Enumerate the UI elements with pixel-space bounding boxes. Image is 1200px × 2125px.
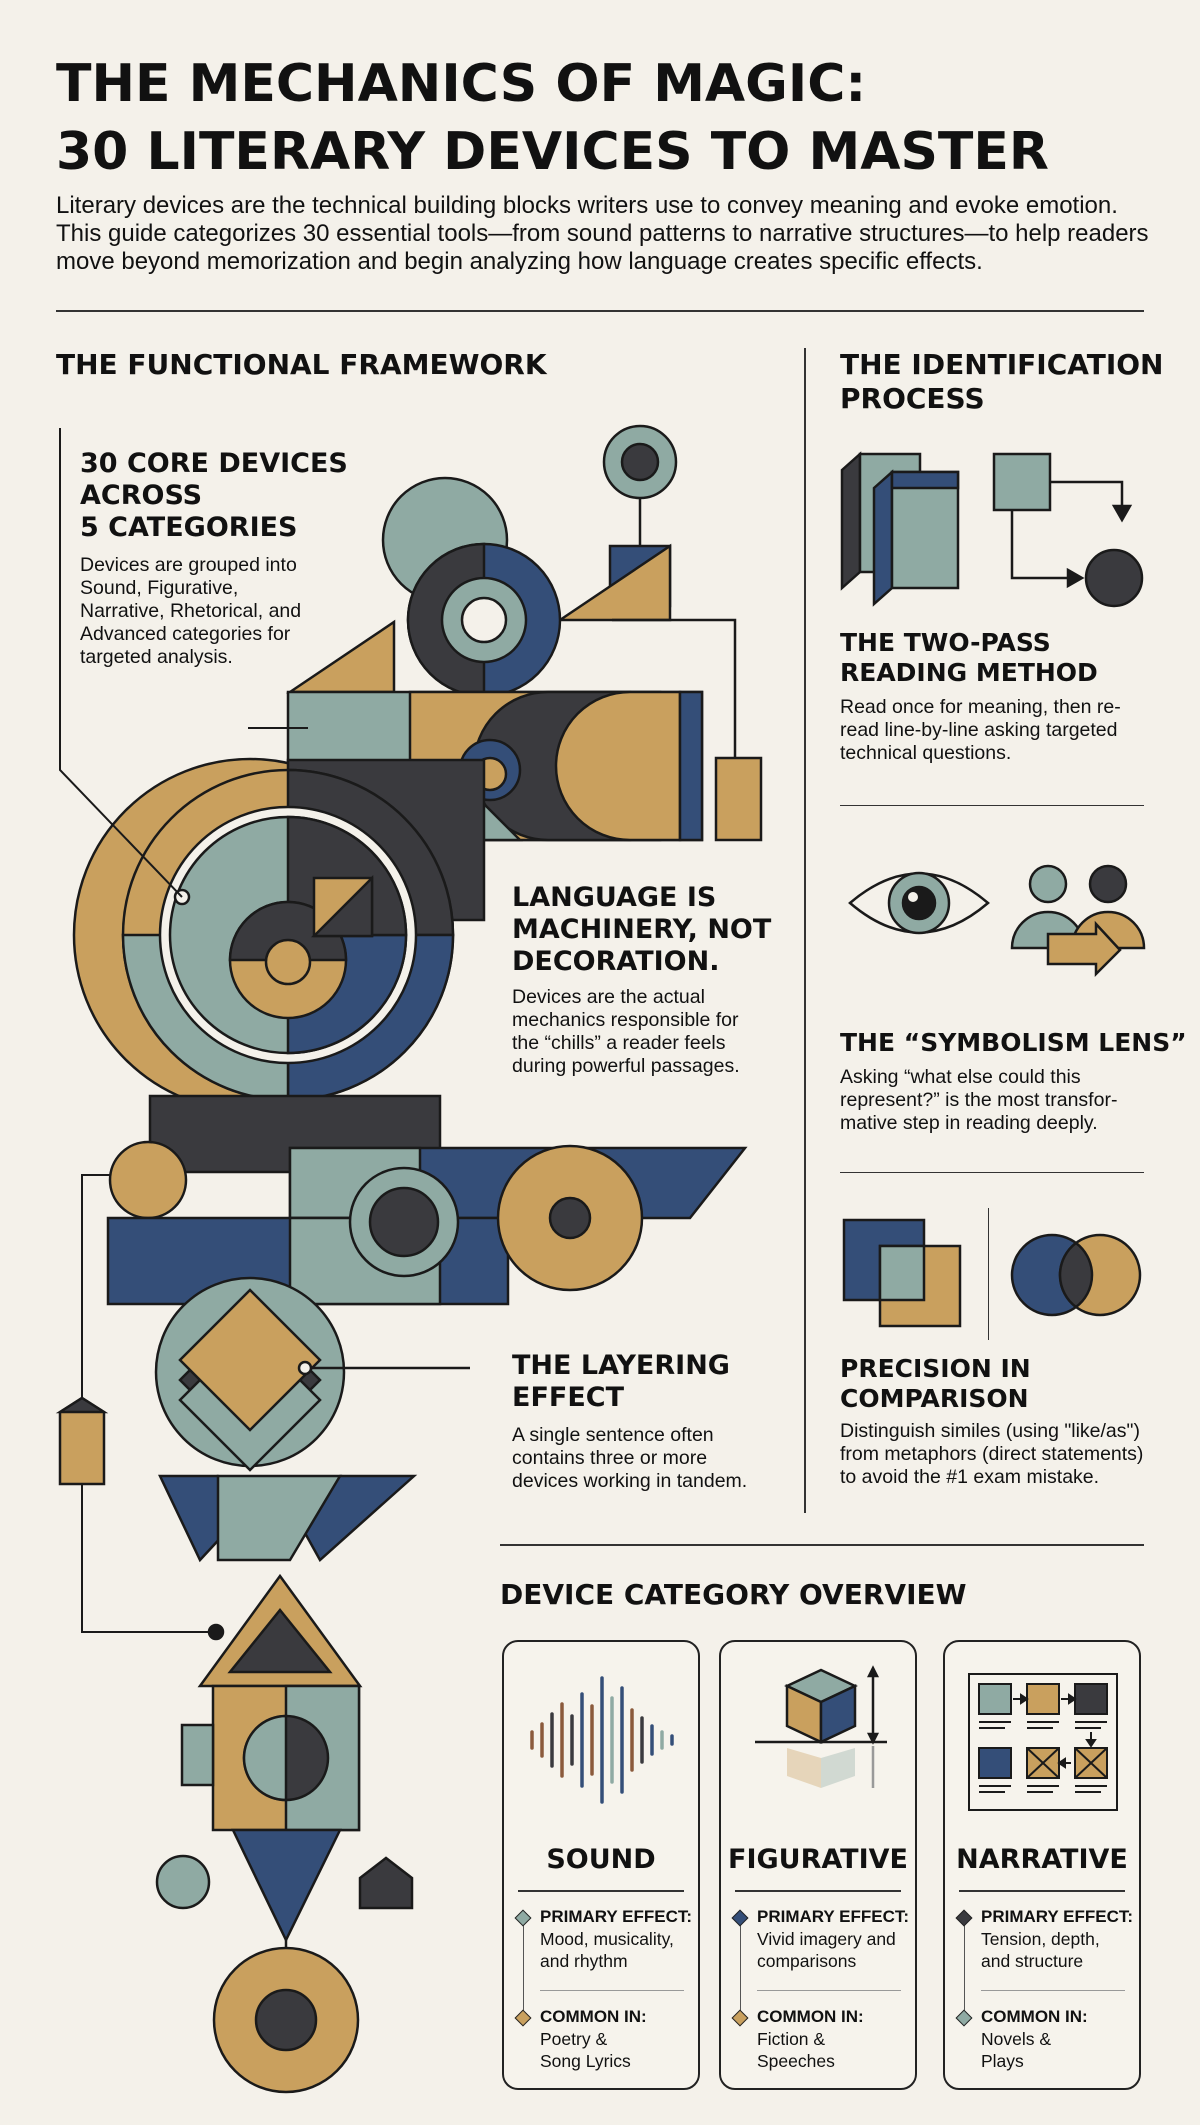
category-card-narrative: NARRATIVE PRIMARY EFFECT: Tension, depth… xyxy=(943,1640,1141,2090)
primary-effect-label: PRIMARY EFFECT: xyxy=(757,1907,910,1926)
diamond-bullet xyxy=(731,2009,749,2027)
header-divider xyxy=(56,310,1144,312)
diamond-bullet xyxy=(514,1909,532,1927)
card-title-sound: SOUND xyxy=(546,1844,656,1875)
category-card-sound: SOUND PRIMARY EFFECT: Mood, musicality, … xyxy=(502,1640,700,2090)
primary-effect-value: Vivid imagery and comparisons xyxy=(757,1929,896,1971)
id-divider-2 xyxy=(840,1172,1144,1173)
identification-heading: THE IDENTIFICATION PROCESS xyxy=(840,348,1164,416)
diamond-bullet xyxy=(955,1909,973,1927)
layering-heading: THE LAYERING EFFECT xyxy=(512,1350,730,1414)
card-rule xyxy=(959,1890,1125,1892)
precision-heading-line-2: COMPARISON xyxy=(840,1384,1029,1413)
symbolism-text: Asking “what else could this represent?”… xyxy=(840,1066,1118,1134)
framework-heading: THE FUNCTIONAL FRAMEWORK xyxy=(56,348,547,381)
waveform-icon xyxy=(530,1676,674,1804)
title-line-1: THE MECHANICS OF MAGIC: xyxy=(56,54,867,114)
card-title-narrative: NARRATIVE xyxy=(956,1844,1128,1875)
card-rule xyxy=(518,1890,684,1892)
machinery-heading-line-3: DECORATION. xyxy=(512,946,720,977)
page-title: THE MECHANICS OF MAGIC: 30 LITERARY DEVI… xyxy=(56,50,1049,186)
card-connector xyxy=(964,1924,965,2019)
common-in-value: Novels & Plays xyxy=(981,2029,1052,2071)
primary-effect-value: Tension, depth, and structure xyxy=(981,1929,1100,1971)
storyboard-icon xyxy=(968,1673,1118,1811)
card-title-figurative: FIGURATIVE xyxy=(728,1844,908,1875)
identification-heading-line-2: PROCESS xyxy=(840,382,985,415)
primary-effect-label: PRIMARY EFFECT: xyxy=(540,1907,693,1926)
people-icon xyxy=(1010,864,1146,978)
overview-heading: DEVICE CATEGORY OVERVIEW xyxy=(500,1578,967,1611)
core-heading-line-3: 5 CATEGORIES xyxy=(80,512,298,543)
common-in-label: COMMON IN: xyxy=(540,2007,647,2026)
flow-icon xyxy=(992,452,1144,608)
two-pass-heading-line-1: THE TWO-PASS xyxy=(840,628,1051,657)
eye-icon xyxy=(848,871,990,935)
machinery-heading-line-2: MACHINERY, NOT xyxy=(512,914,772,945)
card-separator xyxy=(981,1990,1125,1991)
core-heading-line-2: ACROSS xyxy=(80,480,203,511)
two-pass-text: Read once for meaning, then re-read line… xyxy=(840,696,1121,764)
common-in-value: Poetry & Song Lyrics xyxy=(540,2029,631,2071)
machine-illustration xyxy=(55,424,763,2094)
core-heading-line-1: 30 CORE DEVICES xyxy=(80,448,348,479)
venn-icon xyxy=(1010,1233,1142,1317)
card-connector xyxy=(523,1924,524,2019)
layering-text: A single sentence often contains three o… xyxy=(512,1424,748,1492)
symbolism-heading: THE “SYMBOLISM LENS” xyxy=(840,1028,1187,1057)
common-in-value: Fiction & Speeches xyxy=(757,2029,835,2071)
cube-icon xyxy=(755,1665,887,1788)
diamond-bullet xyxy=(731,1909,749,1927)
books-icon xyxy=(840,451,960,607)
layering-heading-line-2: EFFECT xyxy=(512,1382,625,1413)
machinery-text: Devices are the actual mechanics respons… xyxy=(512,986,740,1077)
title-line-2: 30 LITERARY DEVICES TO MASTER xyxy=(56,122,1049,182)
machinery-heading: LANGUAGE IS MACHINERY, NOT DECORATION. xyxy=(512,882,771,978)
precision-icon-divider xyxy=(988,1208,989,1340)
diamond-bullet xyxy=(955,2009,973,2027)
primary-effect-value: Mood, musicality, and rhythm xyxy=(540,1929,674,1971)
precision-text: Distinguish similes (using "like/as") fr… xyxy=(840,1420,1144,1488)
card-rule xyxy=(735,1890,901,1892)
card-separator xyxy=(757,1990,901,1991)
identification-heading-line-1: THE IDENTIFICATION xyxy=(840,348,1164,381)
precision-heading: PRECISION IN COMPARISON xyxy=(840,1354,1031,1414)
core-devices-text: Devices are grouped into Sound, Figurati… xyxy=(80,554,302,668)
common-in-label: COMMON IN: xyxy=(981,2007,1088,2026)
card-separator xyxy=(540,1990,684,1991)
diamond-bullet xyxy=(514,2009,532,2027)
two-pass-heading: THE TWO-PASS READING METHOD xyxy=(840,628,1098,688)
core-devices-heading: 30 CORE DEVICES ACROSS 5 CATEGORIES xyxy=(80,448,348,544)
intro-paragraph: Literary devices are the technical build… xyxy=(56,192,1149,275)
common-in-label: COMMON IN: xyxy=(757,2007,864,2026)
machinery-heading-line-1: LANGUAGE IS xyxy=(512,882,717,913)
column-divider xyxy=(804,348,806,1513)
primary-effect-label: PRIMARY EFFECT: xyxy=(981,1907,1134,1926)
overview-divider xyxy=(500,1544,1144,1546)
overlap-squares-icon xyxy=(842,1218,962,1328)
two-pass-heading-line-2: READING METHOD xyxy=(840,658,1098,687)
layering-heading-line-1: THE LAYERING xyxy=(512,1350,730,1381)
id-divider-1 xyxy=(840,805,1144,806)
category-card-figurative: FIGURATIVE PRIMARY EFFECT: Vivid imagery… xyxy=(719,1640,917,2090)
card-connector xyxy=(740,1924,741,2019)
precision-heading-line-1: PRECISION IN xyxy=(840,1354,1031,1383)
